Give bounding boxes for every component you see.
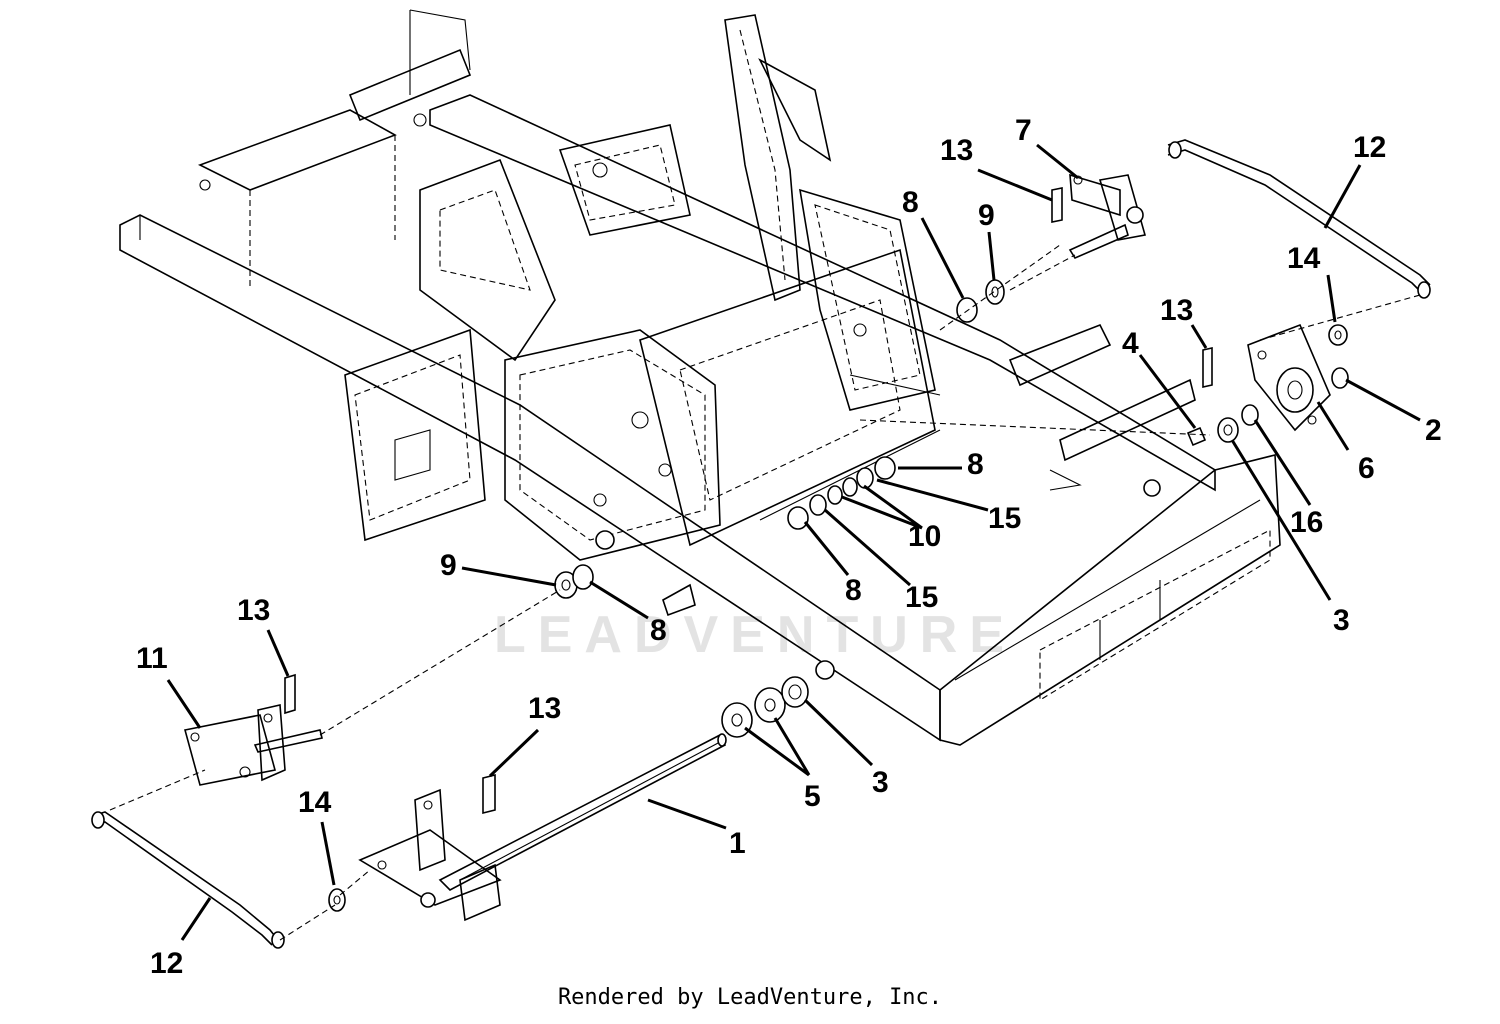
callout-15-lower: 15 [905, 581, 938, 614]
callout-13-upper: 13 [940, 134, 973, 167]
callout-11: 11 [136, 642, 168, 675]
callout-4: 4 [1122, 327, 1139, 360]
callout-2: 2 [1425, 414, 1442, 447]
callout-3-right: 3 [1333, 604, 1350, 637]
watermark-text: LEADVENTURE [493, 606, 1017, 664]
callout-8-lower-center: 8 [845, 574, 862, 607]
callout-8-center: 8 [967, 448, 984, 481]
tractor-frame [119, 9, 1281, 746]
rendered-by-footer: Rendered by LeadVenture, Inc. [557, 985, 943, 1010]
callout-13-lower-left: 13 [237, 594, 270, 627]
callout-labels: 13 7 12 8 9 14 13 4 2 6 8 15 10 16 3 9 8… [136, 114, 1442, 980]
callout-15-upper: 15 [988, 502, 1021, 535]
callout-14-upper: 14 [1287, 242, 1321, 275]
callout-12-upper: 12 [1353, 131, 1386, 164]
callout-6: 6 [1358, 452, 1375, 485]
callout-9-upper: 9 [978, 199, 995, 232]
callout-1: 1 [729, 827, 746, 860]
callout-10: 10 [908, 520, 941, 553]
right-upper-assembly [787, 139, 1431, 530]
callout-13-right: 13 [1160, 294, 1193, 327]
callout-3-lower: 3 [872, 766, 889, 799]
callout-9-lower: 9 [440, 549, 457, 582]
callout-8-upper: 8 [902, 186, 919, 219]
callout-16: 16 [1290, 506, 1323, 539]
callout-8-lower-left: 8 [650, 614, 667, 647]
callout-13-lower-center: 13 [528, 692, 561, 725]
callout-14-lower: 14 [298, 786, 332, 819]
leader-lines [166, 143, 1421, 941]
callout-5: 5 [804, 780, 821, 813]
callout-7: 7 [1015, 114, 1032, 147]
lower-left-assembly [91, 564, 809, 949]
callout-12-lower: 12 [150, 947, 183, 980]
